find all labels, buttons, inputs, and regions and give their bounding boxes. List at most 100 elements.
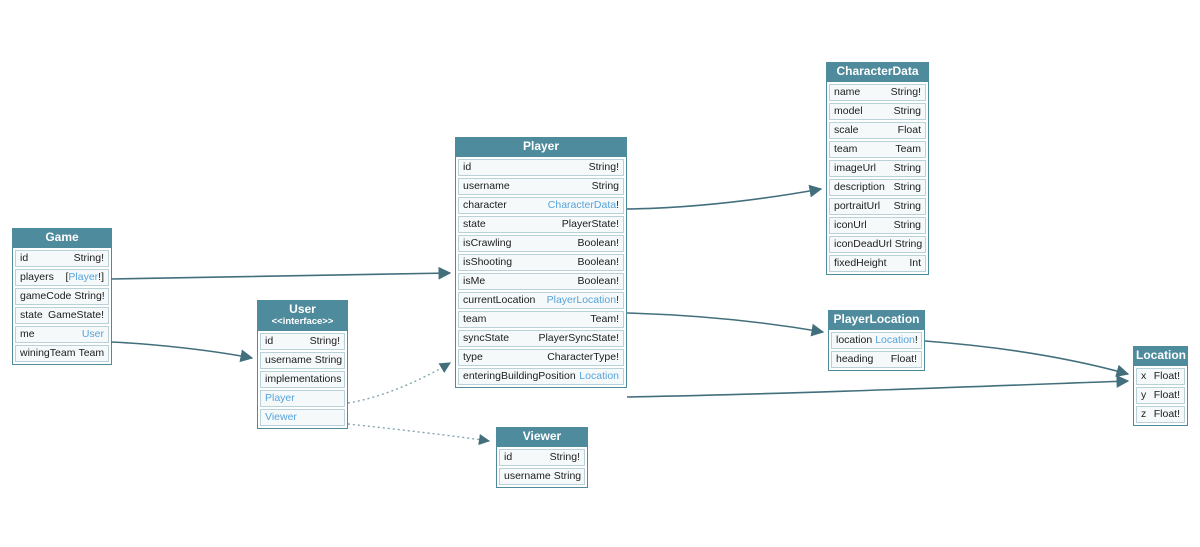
field-name: id (463, 161, 472, 174)
edge-playerlocation-location-to-location (924, 340, 1130, 378)
field-name: enteringBuildingPosition (463, 370, 576, 383)
field-name: team (463, 313, 487, 326)
field-name: username (265, 354, 312, 367)
entity-title: User (289, 302, 316, 316)
type-link[interactable]: Viewer (265, 411, 297, 424)
field-name: state (463, 218, 486, 231)
section-label: implementations (265, 373, 342, 386)
field-type: Float! (1153, 408, 1180, 421)
field-name: scale (834, 124, 859, 137)
type-suffix: ! (616, 199, 619, 212)
type-link[interactable]: Location (579, 370, 619, 383)
field-type: Location (579, 370, 619, 382)
field-type: String (314, 354, 343, 367)
field-name: portraitUrl (834, 200, 881, 213)
field-type: String! (309, 335, 340, 348)
entity-header-viewer: Viewer (497, 428, 587, 447)
field-type: Float (897, 124, 921, 137)
field-name: isMe (463, 275, 486, 288)
field-type: Team (78, 347, 105, 360)
edge-user-impl-player (347, 362, 451, 404)
field-row-syncState: syncState PlayerSyncState! (458, 329, 624, 347)
entity-title: Viewer (522, 429, 562, 443)
field-name: winingTeam (20, 347, 76, 360)
field-type: Int (909, 257, 921, 270)
edge-player-enteringbuildingposition-to-location (626, 375, 1130, 398)
field-type: Float! (1153, 389, 1180, 402)
field-type: PlayerSyncState! (538, 332, 619, 345)
field-name: iconDeadUrl (834, 238, 892, 251)
field-type: GameState! (47, 309, 104, 322)
field-type: String (893, 162, 921, 175)
type-suffix: ! (616, 294, 619, 307)
type-link[interactable]: Player (68, 271, 99, 284)
type-link[interactable]: Player (265, 392, 295, 405)
field-name: isCrawling (463, 237, 512, 250)
edge-game-me-to-user (110, 341, 254, 363)
field-name: character (463, 199, 507, 212)
entity-header-user: User<<interface>> (258, 301, 347, 331)
field-name: name (834, 86, 861, 99)
field-type: String (893, 200, 921, 213)
type-link[interactable]: PlayerLocation (546, 294, 617, 307)
field-row-scale: scale Float (829, 121, 926, 139)
field-type: String (893, 105, 921, 118)
field-name: id (20, 252, 29, 265)
field-name: id (504, 451, 513, 464)
field-name: username (463, 180, 510, 193)
entity-header-location: Location (1134, 347, 1187, 366)
field-name: me (20, 328, 35, 341)
entity-title: Location (1136, 348, 1186, 362)
field-row-me: me User (15, 325, 109, 343)
entity-header-player: Player (456, 138, 626, 157)
type-link[interactable]: User (81, 328, 104, 341)
edge-game-players-to-player (110, 266, 452, 280)
field-row-name: name String! (829, 83, 926, 101)
field-name: location (836, 334, 873, 347)
entity-title: Player (522, 139, 560, 153)
field-type: String! (890, 86, 921, 99)
field-type: Boolean! (577, 256, 619, 269)
type-link[interactable]: Location (875, 334, 915, 347)
field-type: String (591, 180, 619, 193)
type-suffix: !] (98, 271, 104, 284)
entity-stereotype: <<interface>> (271, 315, 334, 327)
field-row-portraitUrl: portraitUrl String (829, 197, 926, 215)
entity-header-playerlocation: PlayerLocation (829, 311, 924, 330)
field-name: syncState (463, 332, 510, 345)
type-link[interactable]: CharacterData (547, 199, 617, 212)
field-type: CharacterType! (547, 351, 619, 364)
field-name: id (265, 335, 274, 348)
field-name: heading (836, 353, 874, 366)
